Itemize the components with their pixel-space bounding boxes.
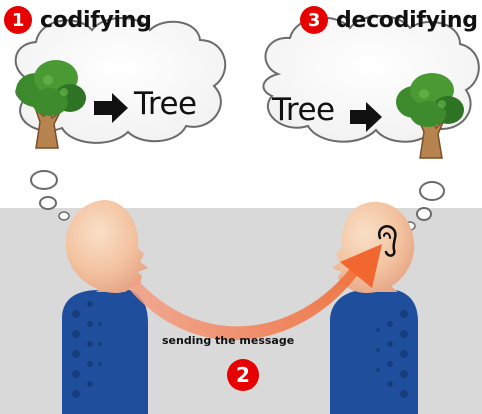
ear-icon (377, 225, 397, 257)
person-icon (62, 200, 148, 414)
right-cloud-word: Tree (272, 92, 335, 128)
step-2-badge: 2 (227, 359, 259, 391)
step-3-label: decodifying (336, 7, 478, 33)
step-1-badge: 1 (4, 6, 32, 34)
step-3-heading: 3 decodifying (300, 6, 478, 34)
arrow-right-icon (94, 93, 128, 123)
step-1-heading: 1 codifying (4, 6, 152, 34)
arrow-right-icon (350, 102, 382, 132)
tree-icon (16, 60, 86, 149)
step-3-badge: 3 (300, 6, 328, 34)
person-icon (330, 201, 418, 414)
message-label: sending the message (162, 334, 295, 347)
left-cloud-word: Tree (134, 86, 197, 122)
tree-icon (396, 73, 464, 159)
message-arrow (130, 244, 382, 341)
step-1-label: codifying (40, 7, 152, 33)
